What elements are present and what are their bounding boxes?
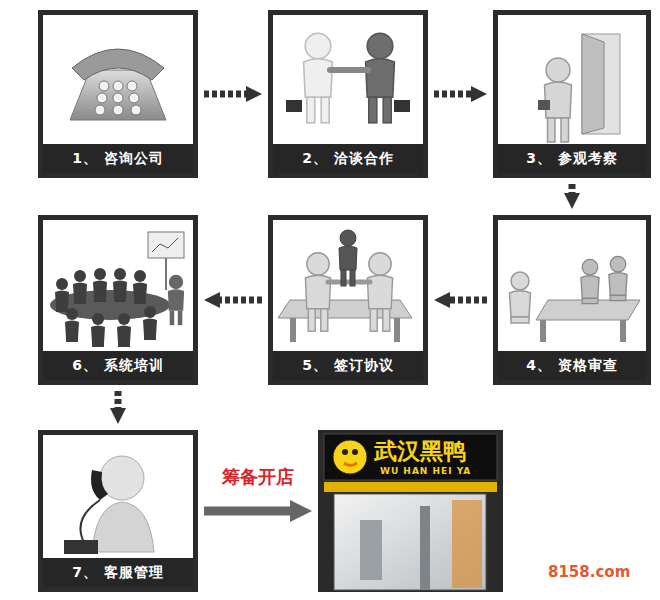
flow-arrow: [434, 91, 471, 98]
step-caption: 5、 签订协议: [273, 351, 423, 380]
edge-label: 筹备开店: [219, 465, 297, 489]
signing-illustration: [278, 230, 412, 342]
process-box: 3、 参观考察: [493, 10, 651, 178]
step-caption: 7、 客服管理: [43, 558, 193, 587]
process-box: 6、 系统培训: [38, 215, 198, 385]
flow-arrow: [450, 297, 487, 304]
shop-front: 武汉黑鸭 WU HAN HEI YA: [318, 430, 503, 592]
door-illustration: [538, 34, 620, 142]
process-box: 2、 洽谈合作: [268, 10, 428, 178]
process-box: 5、 签订协议: [268, 215, 428, 385]
step-caption: 2、 洽谈合作: [273, 144, 423, 173]
process-box: 4、 资格审查: [493, 215, 651, 385]
shop-illustration: [318, 430, 503, 592]
watermark: 8158.com: [548, 563, 630, 581]
step-caption: 3、 参观考察: [498, 144, 646, 173]
desk-illustration: [510, 256, 641, 342]
shop-sign: 武汉黑鸭: [318, 439, 503, 464]
shop-sign-subtitle: WU HAN HEI YA: [318, 466, 503, 476]
flow-arrow: [115, 391, 122, 408]
handshake-illustration: [286, 33, 410, 123]
training-illustration: [50, 232, 184, 347]
step-caption: 6、 系统培训: [43, 351, 193, 380]
step-caption: 1、 咨询公司: [43, 144, 193, 173]
flow-arrow: [569, 184, 576, 193]
step-caption: 4、 资格审查: [498, 351, 646, 380]
phone-illustration: [70, 49, 166, 120]
service-illustration: [64, 456, 154, 554]
flow-arrow: [204, 507, 290, 516]
flow-arrow: [220, 297, 262, 304]
flow-arrow: [204, 91, 246, 98]
process-box: 1、 咨询公司: [38, 10, 198, 178]
process-box: 7、 客服管理: [38, 430, 198, 592]
